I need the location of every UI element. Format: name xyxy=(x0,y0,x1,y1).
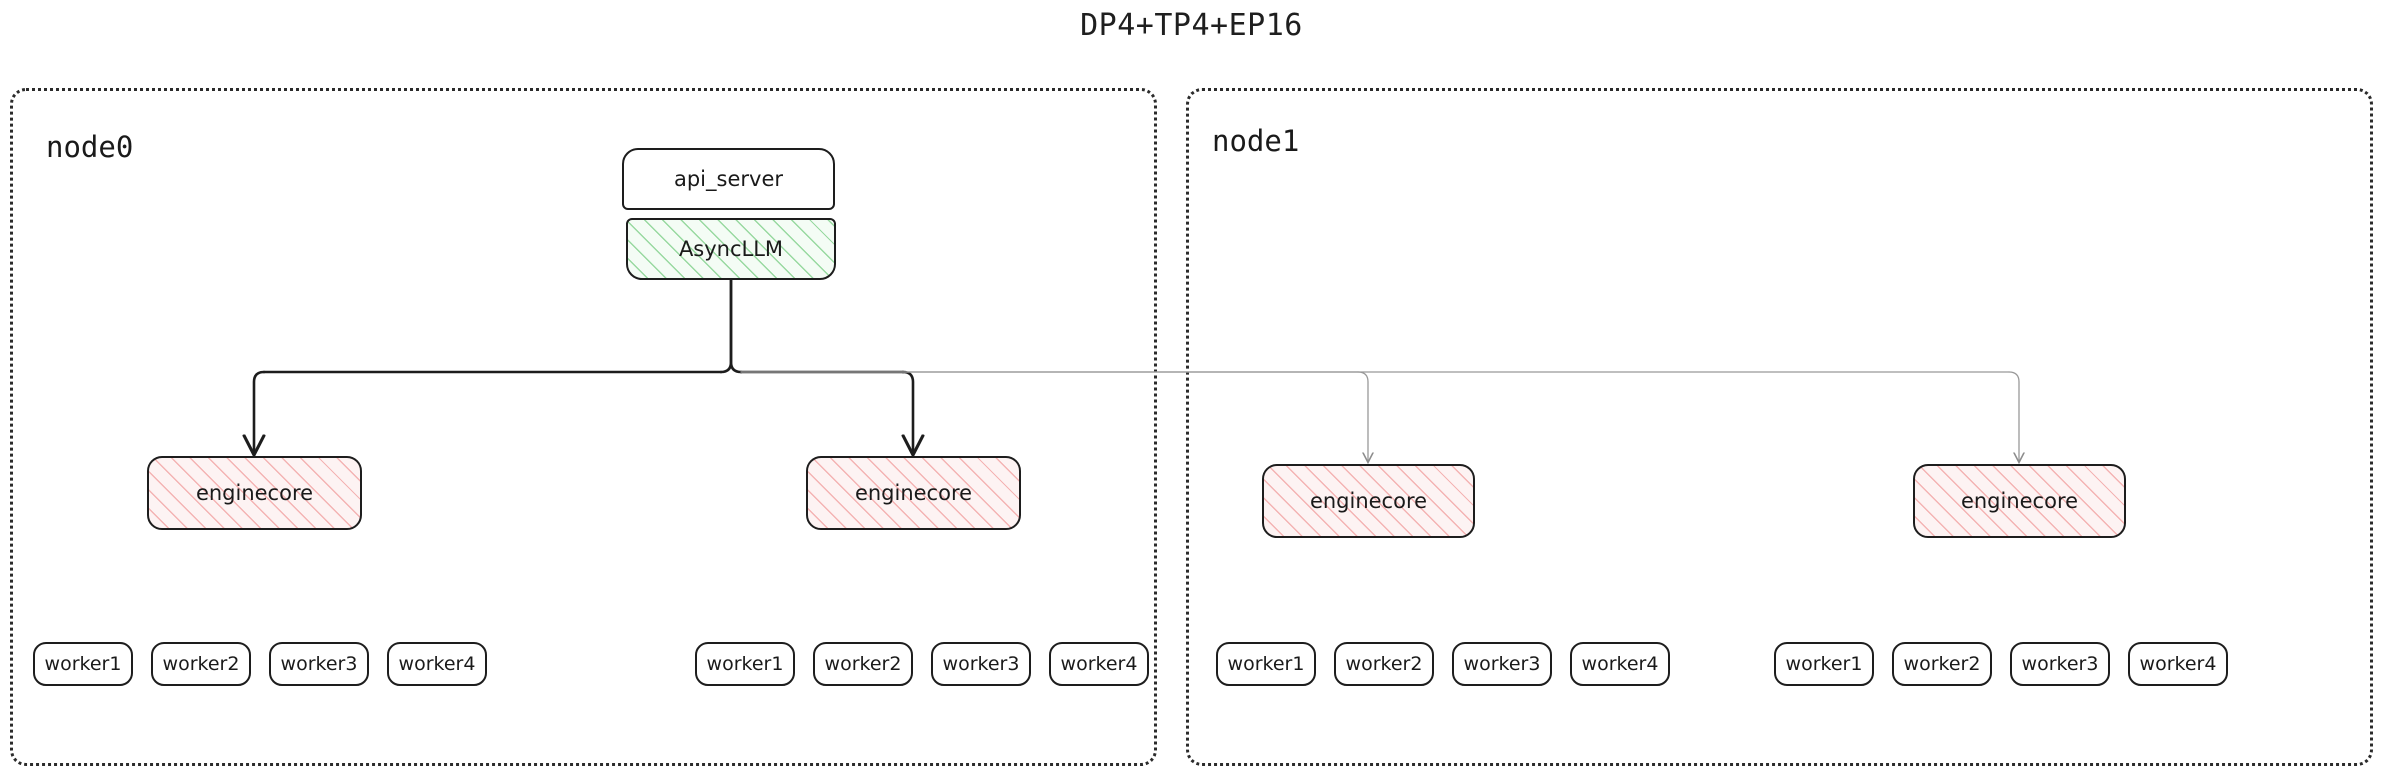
node-enginecore[interactable]: enginecore xyxy=(1262,464,1475,538)
node-worker[interactable]: worker2 xyxy=(1892,642,1992,686)
cluster-node1-label: node1 xyxy=(1212,124,1300,158)
node-worker[interactable]: worker3 xyxy=(269,642,369,686)
node-enginecore[interactable]: enginecore xyxy=(147,456,362,530)
node-api-server[interactable]: api_server xyxy=(622,148,835,210)
node-worker-label: worker4 xyxy=(398,653,476,675)
node-worker-label: worker2 xyxy=(162,653,240,675)
node-worker-label: worker3 xyxy=(1463,653,1541,675)
node-worker[interactable]: worker3 xyxy=(931,642,1031,686)
node-enginecore-label: enginecore xyxy=(1309,489,1428,513)
node-worker-label: worker4 xyxy=(1581,653,1659,675)
node-worker[interactable]: worker2 xyxy=(1334,642,1434,686)
node-worker[interactable]: worker4 xyxy=(387,642,487,686)
node-worker-label: worker3 xyxy=(942,653,1020,675)
node-worker-label: worker2 xyxy=(1903,653,1981,675)
node-enginecore-label: enginecore xyxy=(854,481,973,505)
node-worker-label: worker1 xyxy=(44,653,122,675)
node-worker[interactable]: worker4 xyxy=(1049,642,1149,686)
node-worker[interactable]: worker3 xyxy=(2010,642,2110,686)
node-worker-label: worker1 xyxy=(1227,653,1305,675)
node-worker-label: worker3 xyxy=(280,653,358,675)
node-worker-label: worker4 xyxy=(2139,653,2217,675)
cluster-node0 xyxy=(10,88,1157,766)
node-api-server-label: api_server xyxy=(673,167,783,191)
cluster-node1 xyxy=(1186,88,2373,766)
node-worker[interactable]: worker4 xyxy=(1570,642,1670,686)
node-worker-label: worker3 xyxy=(2021,653,2099,675)
node-worker[interactable]: worker4 xyxy=(2128,642,2228,686)
node-worker[interactable]: worker1 xyxy=(695,642,795,686)
node-enginecore[interactable]: enginecore xyxy=(806,456,1021,530)
cluster-node0-label: node0 xyxy=(46,130,134,164)
node-worker[interactable]: worker1 xyxy=(33,642,133,686)
node-worker-label: worker2 xyxy=(1345,653,1423,675)
node-worker-label: worker1 xyxy=(1785,653,1863,675)
node-enginecore-label: enginecore xyxy=(195,481,314,505)
node-worker[interactable]: worker2 xyxy=(813,642,913,686)
node-worker-label: worker4 xyxy=(1060,653,1138,675)
node-worker[interactable]: worker3 xyxy=(1452,642,1552,686)
node-worker[interactable]: worker1 xyxy=(1216,642,1316,686)
node-enginecore[interactable]: enginecore xyxy=(1913,464,2126,538)
page-title: DP4+TP4+EP16 xyxy=(1080,8,1303,43)
node-async-llm[interactable]: AsyncLLM xyxy=(626,218,836,280)
node-enginecore-label: enginecore xyxy=(1960,489,2079,513)
node-worker[interactable]: worker2 xyxy=(151,642,251,686)
node-worker[interactable]: worker1 xyxy=(1774,642,1874,686)
node-worker-label: worker2 xyxy=(824,653,902,675)
node-worker-label: worker1 xyxy=(706,653,784,675)
node-async-llm-label: AsyncLLM xyxy=(678,237,784,261)
